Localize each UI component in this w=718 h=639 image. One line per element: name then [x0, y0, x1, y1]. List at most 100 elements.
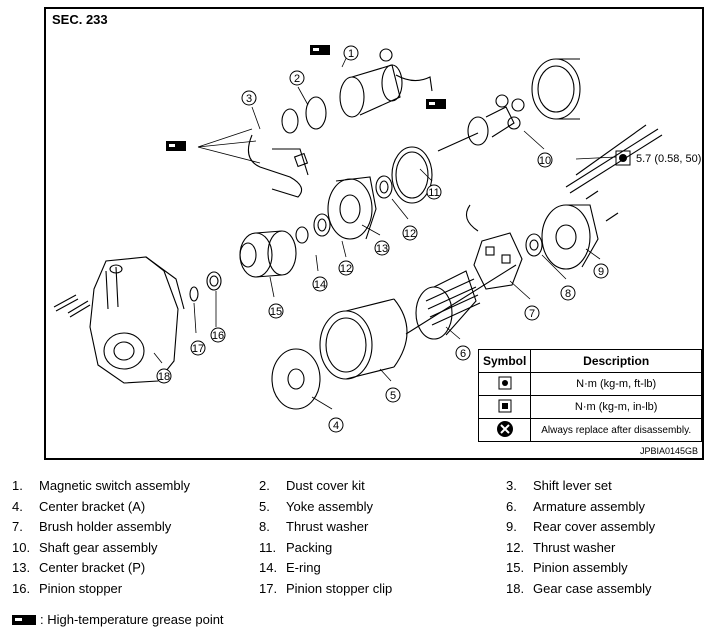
rear-cover-screws	[585, 190, 619, 222]
center-bracket-p-illustration	[327, 176, 377, 240]
part-name: Dust cover kit	[286, 478, 365, 493]
thrust-washer-8-illustration	[525, 233, 543, 257]
torque-nm-kgm-ftlb-icon	[498, 376, 512, 389]
part-number: 3.	[506, 478, 517, 493]
part-name: Magnetic switch assembly	[39, 478, 190, 493]
grease-point-icon	[12, 614, 36, 625]
svg-text:15: 15	[270, 306, 282, 318]
part-name: Pinion stopper	[39, 580, 123, 596]
callout-7: 7	[524, 305, 540, 321]
part-name: Shaft gear assembly	[39, 539, 158, 555]
part-name: Center bracket (A)	[39, 498, 146, 514]
part-name: Brush holder assembly	[39, 519, 172, 535]
part-name: Rear cover assembly	[533, 519, 656, 535]
yoke-illustration	[319, 298, 408, 380]
thrust-washer-12b-illustration	[375, 175, 393, 199]
callout-15: 15	[268, 303, 284, 319]
part-number: 12.	[506, 539, 525, 555]
part-number: 11.	[259, 539, 277, 555]
svg-text:10: 10	[539, 155, 551, 167]
callout-5: 5	[385, 387, 401, 403]
part-number: 4.	[12, 498, 23, 514]
packing-illustration	[391, 146, 433, 204]
part-number: 17.	[259, 580, 278, 596]
part-name: Pinion assembly	[533, 560, 628, 576]
symbol-row: Always replace after disassembly.	[477, 418, 702, 442]
callout-16: 16	[210, 327, 226, 343]
pinion-stopper-illustration	[206, 271, 222, 291]
symbol-row: N·m (kg-m, ft-lb)	[477, 372, 702, 396]
part-name: Thrust washer	[533, 539, 616, 555]
part-number: 5.	[259, 498, 270, 514]
symbol-description: N·m (kg-m, ft-lb)	[530, 372, 702, 396]
symbol-description: Always replace after disassembly.	[530, 418, 702, 442]
svg-text:14: 14	[314, 279, 326, 291]
part-name: Pinion stopper clip	[286, 580, 393, 596]
leader-lines	[153, 51, 617, 410]
rear-cover-illustration	[541, 204, 599, 270]
symbol-description: N·m (kg-m, in-lb)	[530, 395, 702, 419]
svg-text:11: 11	[428, 187, 439, 199]
part-number: 1.	[12, 478, 23, 493]
symbol-table: Symbol Description N·m (kg-m, ft-lb) N·m…	[477, 349, 702, 442]
grease-point-icon	[166, 141, 186, 151]
callout-13: 13	[374, 240, 390, 256]
part-number: 15.	[506, 560, 525, 576]
part-number: 7.	[12, 519, 23, 535]
callout-18: 18	[156, 368, 172, 384]
svg-text:17: 17	[192, 343, 204, 355]
symbol-header: Symbol	[477, 349, 532, 373]
callout-2: 2	[289, 70, 305, 86]
part-number: 9.	[506, 519, 517, 535]
part-number: 13.	[12, 560, 31, 576]
callout-3: 3	[241, 90, 257, 106]
gear-case-bolts	[53, 294, 91, 318]
gear-case-illustration	[89, 256, 185, 384]
callout-1: 1	[343, 45, 359, 61]
callout-12b: 12	[338, 260, 354, 276]
part-number: 8.	[259, 519, 270, 535]
part-name: Armature assembly	[533, 498, 645, 514]
pinion-stopper-clip-illustration	[189, 286, 199, 302]
svg-text:3: 3	[246, 93, 252, 105]
svg-text:18: 18	[158, 371, 170, 383]
callout-4: 4	[328, 417, 344, 433]
part-number: 16.	[12, 580, 31, 596]
e-ring-illustration	[295, 226, 309, 244]
svg-text:4: 4	[333, 420, 339, 432]
callout-14: 14	[312, 276, 328, 292]
part-name: E-ring	[286, 560, 321, 576]
svg-text:1: 1	[348, 48, 354, 60]
shaft-gear-illustration	[437, 94, 525, 152]
torque-icon	[619, 154, 627, 162]
magnetic-switch-illustration	[339, 48, 433, 118]
torque-spec: 5.7 (0.58, 50)	[615, 150, 701, 166]
part-number: 18.	[506, 580, 525, 596]
svg-text:12: 12	[404, 228, 416, 240]
svg-text:8: 8	[565, 288, 571, 300]
grease-point-icon	[426, 99, 446, 109]
symbol-row: N·m (kg-m, in-lb)	[477, 395, 702, 419]
part-name: Yoke assembly	[286, 498, 373, 514]
callout-9: 9	[593, 263, 609, 279]
grease-legend: : High-temperature grease point	[12, 612, 224, 627]
part-name: Gear case assembly	[533, 580, 652, 596]
callout-12: 12	[402, 225, 418, 241]
svg-text:9: 9	[598, 266, 604, 278]
always-replace-icon	[496, 420, 513, 437]
svg-text:2: 2	[294, 73, 300, 85]
callout-6: 6	[455, 345, 471, 361]
shift-lever-illustration	[247, 108, 309, 198]
part-name: Packing	[286, 539, 333, 555]
dust-cover-illustration	[293, 96, 327, 168]
torque-nm-kgm-inlb-icon	[498, 399, 512, 412]
legend-row: 16. Pinion stopper 17. Pinion stopper clip 1…	[12, 581, 712, 602]
callouts: 1 2 3 4 5 6 7 8 9 10 11 12 13 14 12 15 1…	[156, 45, 609, 433]
callout-8: 8	[560, 285, 576, 301]
